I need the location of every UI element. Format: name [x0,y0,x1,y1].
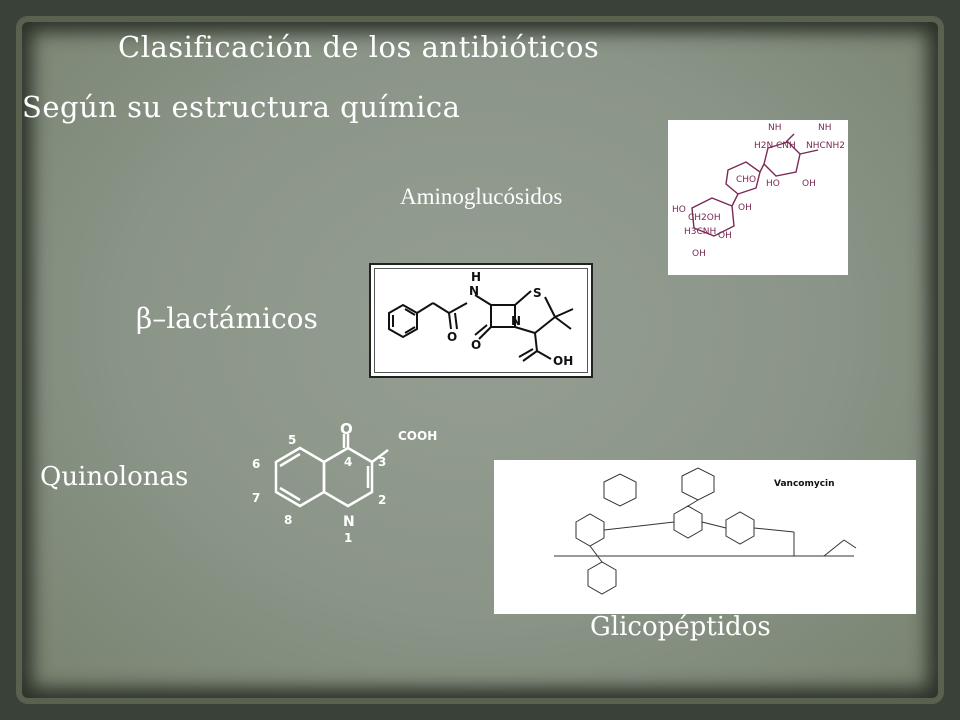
label-aminoglucosidos: Aminoglucósidos [400,184,563,209]
quin-pos-4: 4 [344,455,352,469]
amino-atom-oh1: OH [802,179,816,189]
quinolone-structure-svg: O COOH N 1 2 3 4 5 6 7 8 [252,420,437,545]
slide-subtitle: Según su estructura química [22,90,461,124]
quin-atom-cooh: COOH [398,429,437,443]
quin-pos-6: 6 [252,457,260,471]
quin-pos-2: 2 [378,493,386,507]
slide-title: Clasificación de los antibióticos [118,30,600,64]
amino-atom-ho2: HO [672,205,686,215]
label-beta-lactamicos: β–lactámicos [136,302,318,335]
amino-atom-oh4: OH [692,249,706,259]
aminoglycoside-structure-svg: NH NH H2N CNH NHCNH2 CHO HO OH OH HO CH2… [672,123,845,259]
beta-atom-s: S [533,286,542,300]
label-glicopeptidos: Glicopéptidos [590,612,771,642]
amino-atom-nhcnh2: NHCNH2 [806,141,845,151]
vancomycin-structure-svg: Vancomycin [554,467,857,595]
quin-pos-1: 1 [344,531,352,545]
amino-atom-ho1: HO [766,179,780,189]
amino-atom-nh1: NH [768,123,782,133]
amino-atom-nh2: NH [818,123,832,133]
beta-lactam-structure-image: H N S O N O OH [369,263,593,378]
amino-atom-cnh: CNH [776,141,796,151]
beta-lactam-structure-svg: H N S O N O OH [388,270,574,368]
aminoglycoside-structure-image: NH NH H2N CNH NHCNH2 CHO HO OH OH HO CH2… [668,120,848,275]
beta-atom-h: H [471,270,481,284]
quin-pos-8: 8 [284,513,292,527]
quin-pos-5: 5 [288,433,296,447]
quinolone-structure: O COOH N 1 2 3 4 5 6 7 8 [248,418,468,546]
amino-atom-oh3: OH [718,231,732,241]
label-quinolonas: Quinolonas [40,462,189,492]
beta-atom-n2: N [511,314,521,328]
quin-atom-o: O [340,420,353,438]
amino-atom-h3cnh: H3CNH [684,227,716,237]
quin-pos-7: 7 [252,491,260,505]
amino-atom-oh2: OH [738,203,752,213]
beta-atom-o1: O [447,330,457,344]
beta-atom-oh: OH [553,354,573,368]
vancomycin-structure-image: Vancomycin [494,460,916,614]
amino-atom-ch2oh: CH2OH [688,213,721,223]
amino-atom-cho: CHO [736,175,756,185]
amino-atom-h2n: H2N [754,141,773,151]
quin-pos-3: 3 [378,455,386,469]
beta-atom-n1: N [469,284,479,298]
beta-atom-o2: O [471,338,481,352]
quin-atom-n: N [343,514,355,530]
vancomycin-name: Vancomycin [774,479,835,489]
